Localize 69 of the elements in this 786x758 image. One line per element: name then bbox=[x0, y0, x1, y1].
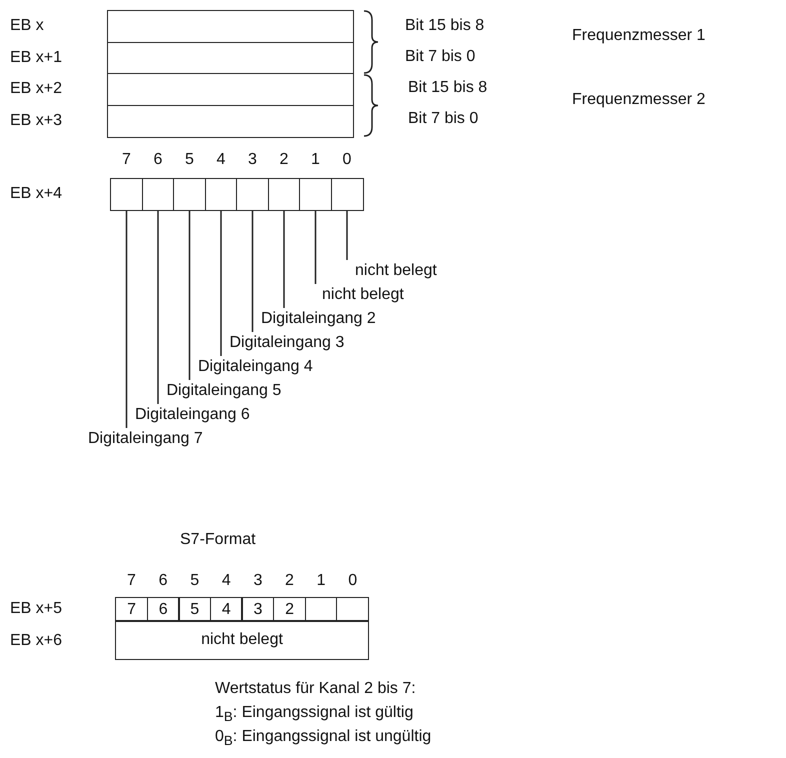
bit-number: 2 bbox=[280, 151, 288, 169]
leader-line bbox=[283, 211, 285, 308]
bit-cell bbox=[142, 178, 174, 211]
bit-cell: 4 bbox=[210, 597, 243, 622]
bit-number: 6 bbox=[158, 572, 168, 590]
bit-cell: 5 bbox=[178, 597, 212, 622]
bit-number: 0 bbox=[348, 572, 358, 590]
row-label: EB x+4 bbox=[10, 185, 62, 203]
register-row bbox=[107, 73, 354, 106]
channel-label: Frequenzmesser 1 bbox=[572, 27, 706, 45]
bit-cell bbox=[236, 178, 269, 211]
row-label: EB x+6 bbox=[10, 632, 62, 650]
bit-number: 0 bbox=[342, 151, 352, 169]
bit-description: nicht belegt bbox=[322, 286, 404, 304]
bit-cell bbox=[204, 178, 238, 211]
bit-description: nicht belegt bbox=[355, 262, 437, 280]
bit-number: 5 bbox=[190, 572, 200, 590]
bit-cell bbox=[330, 178, 364, 211]
bit-cell: 6 bbox=[146, 597, 180, 622]
bit-description: Digitaleingang 7 bbox=[88, 430, 203, 448]
channel-label: Frequenzmesser 2 bbox=[572, 91, 706, 109]
bit-cell bbox=[336, 597, 370, 622]
leader-line bbox=[346, 211, 348, 260]
bit-cell: 3 bbox=[241, 597, 274, 622]
bit-number: 6 bbox=[154, 151, 162, 169]
note-text: Wertstatus für Kanal 2 bis 7: bbox=[215, 680, 416, 698]
bit-cell bbox=[304, 597, 338, 622]
bit-description: Digitaleingang 5 bbox=[166, 382, 282, 400]
row-label: EB x+2 bbox=[10, 80, 62, 98]
bit-number: 2 bbox=[285, 572, 294, 590]
bit-range-label: Bit 7 bis 0 bbox=[408, 110, 478, 128]
bit-range-label: Bit 15 bis 8 bbox=[405, 17, 484, 35]
leader-line bbox=[220, 211, 222, 356]
leader-line bbox=[188, 211, 190, 380]
leader-line bbox=[314, 211, 316, 284]
row-label: EB x+5 bbox=[10, 600, 62, 618]
bit-description: Digitaleingang 3 bbox=[230, 334, 344, 352]
register-row bbox=[107, 42, 354, 74]
bit-number: 1 bbox=[316, 572, 326, 590]
note-text: 0$_{B}$: Eingangssignal ist ungültig bbox=[215, 728, 432, 750]
bit-cell bbox=[173, 178, 206, 211]
bit-cell bbox=[268, 178, 300, 211]
register-row bbox=[107, 10, 354, 43]
register-row: nicht belegt bbox=[115, 620, 369, 660]
note-text: 1$_{B}$: Eingangssignal ist gültig bbox=[215, 704, 414, 726]
row-label: EB x bbox=[10, 17, 44, 35]
bit-range-label: Bit 7 bis 0 bbox=[405, 48, 476, 66]
leader-line bbox=[252, 211, 254, 332]
bit-cell bbox=[299, 178, 332, 211]
leader-line bbox=[126, 211, 128, 428]
bit-cell: 7 bbox=[115, 597, 148, 622]
bit-description: Digitaleingang 6 bbox=[135, 406, 250, 424]
bit-range-label: Bit 15 bis 8 bbox=[408, 79, 488, 97]
bit-cell bbox=[110, 178, 143, 211]
row-label: EB x+3 bbox=[10, 112, 62, 130]
bit-number: 3 bbox=[248, 151, 257, 169]
leader-line bbox=[157, 211, 159, 404]
bit-number: 5 bbox=[185, 151, 194, 169]
bit-number: 3 bbox=[253, 572, 262, 590]
bit-description: Digitaleingang 4 bbox=[198, 358, 313, 376]
bit-description: Digitaleingang 2 bbox=[261, 310, 376, 328]
bit-number: 7 bbox=[122, 151, 131, 169]
row-label: EB x+1 bbox=[10, 48, 62, 66]
bit-number: 7 bbox=[127, 572, 136, 590]
bit-number: 4 bbox=[216, 151, 226, 169]
register-row bbox=[107, 104, 354, 138]
format-title: S7-Format bbox=[180, 531, 256, 549]
bit-number: 4 bbox=[222, 572, 231, 590]
bit-number: 1 bbox=[311, 151, 320, 169]
